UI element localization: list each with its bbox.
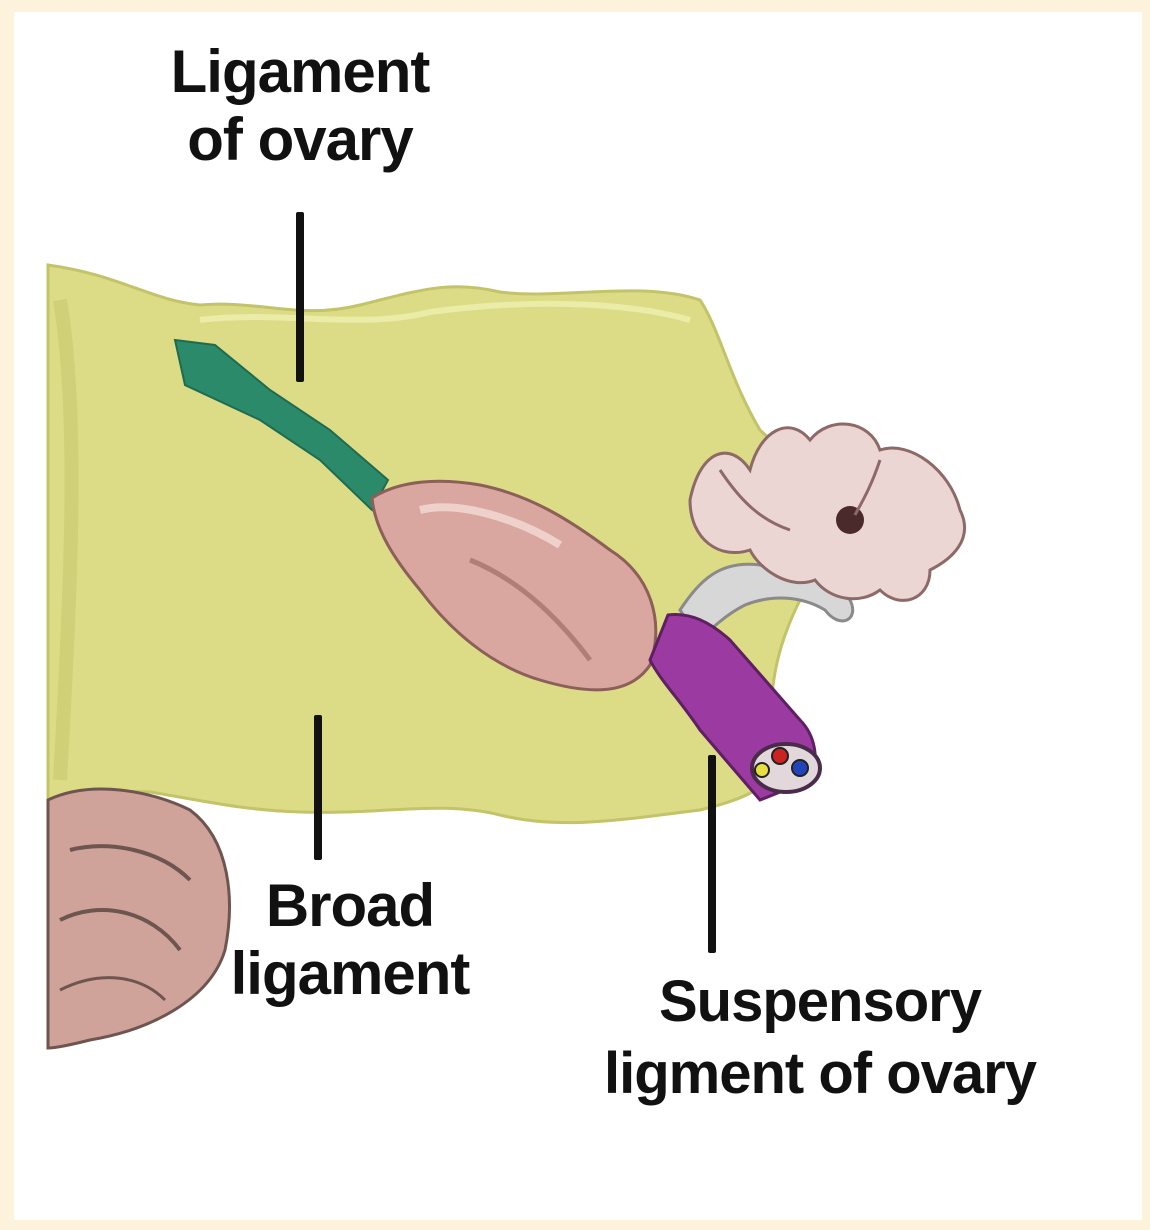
ligament-of-ovary-leader	[296, 212, 304, 382]
label-ligament-of-ovary-line-2: of ovary	[150, 106, 450, 174]
vessel-blue	[792, 760, 808, 776]
label-ligament-of-ovary-line-1: Ligament	[150, 38, 450, 106]
label-suspensory-ligament: Suspensory ligment of ovary	[540, 966, 1100, 1110]
broad-ligament-leader	[314, 715, 322, 860]
label-ligament-of-ovary: Ligament of ovary	[150, 38, 450, 174]
label-suspensory-ligament-line-2: ligment of ovary	[540, 1038, 1100, 1110]
suspensory-ligament-leader	[708, 755, 716, 953]
label-broad-ligament-line-2: ligament	[200, 940, 500, 1008]
label-broad-ligament: Broad ligament	[200, 872, 500, 1008]
vessel-yellow	[755, 763, 769, 777]
label-suspensory-ligament-line-1: Suspensory	[540, 966, 1100, 1038]
vessel-red	[772, 748, 788, 764]
label-broad-ligament-line-1: Broad	[200, 872, 500, 940]
